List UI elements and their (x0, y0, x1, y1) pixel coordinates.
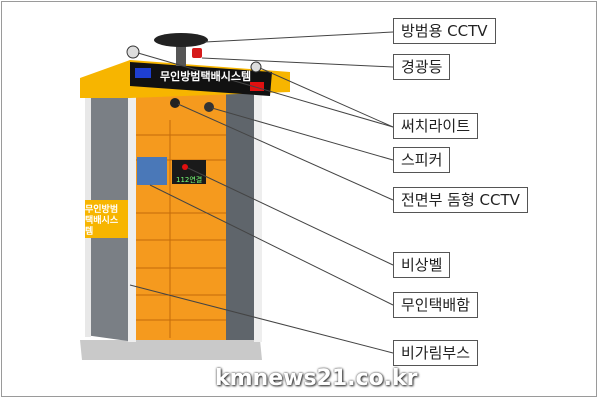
searchlight-left (126, 45, 140, 59)
label-dome-cctv: 전면부 돔형 CCTV (393, 187, 528, 213)
info-poster (137, 157, 167, 185)
label-speaker: 스피커 (393, 147, 451, 173)
top-sign (130, 62, 272, 96)
label-delivery-locker: 무인택배함 (393, 292, 479, 318)
beacon-light (192, 48, 202, 58)
watermark: kmnews21.co.kr (215, 366, 418, 391)
leader-lines (129, 31, 394, 354)
speaker (204, 102, 214, 112)
label-rain-booth: 비가림부스 (393, 340, 479, 366)
emergency-bell-panel (172, 160, 206, 184)
side-sign-text: 무인방범택배시스템 (85, 205, 119, 237)
side-sign (85, 200, 128, 238)
booth-base (80, 340, 262, 360)
dome-cctv (170, 98, 180, 108)
cctv-camera (154, 33, 208, 47)
locker-front (136, 88, 226, 340)
searchlight-right (250, 61, 262, 73)
red-light (250, 82, 264, 91)
label-security-cctv: 방범용 CCTV (393, 18, 496, 44)
panel-text: 112연결 (176, 176, 203, 184)
top-sign-text: 무인방범택배시스템 (160, 70, 252, 83)
label-beacon: 경광등 (393, 54, 451, 80)
label-searchlight: 써치라이트 (393, 113, 479, 139)
emergency-bell (182, 164, 188, 170)
booth-right-glass (226, 88, 256, 340)
blue-light (135, 68, 151, 78)
label-emergency-bell: 비상벨 (393, 252, 451, 278)
